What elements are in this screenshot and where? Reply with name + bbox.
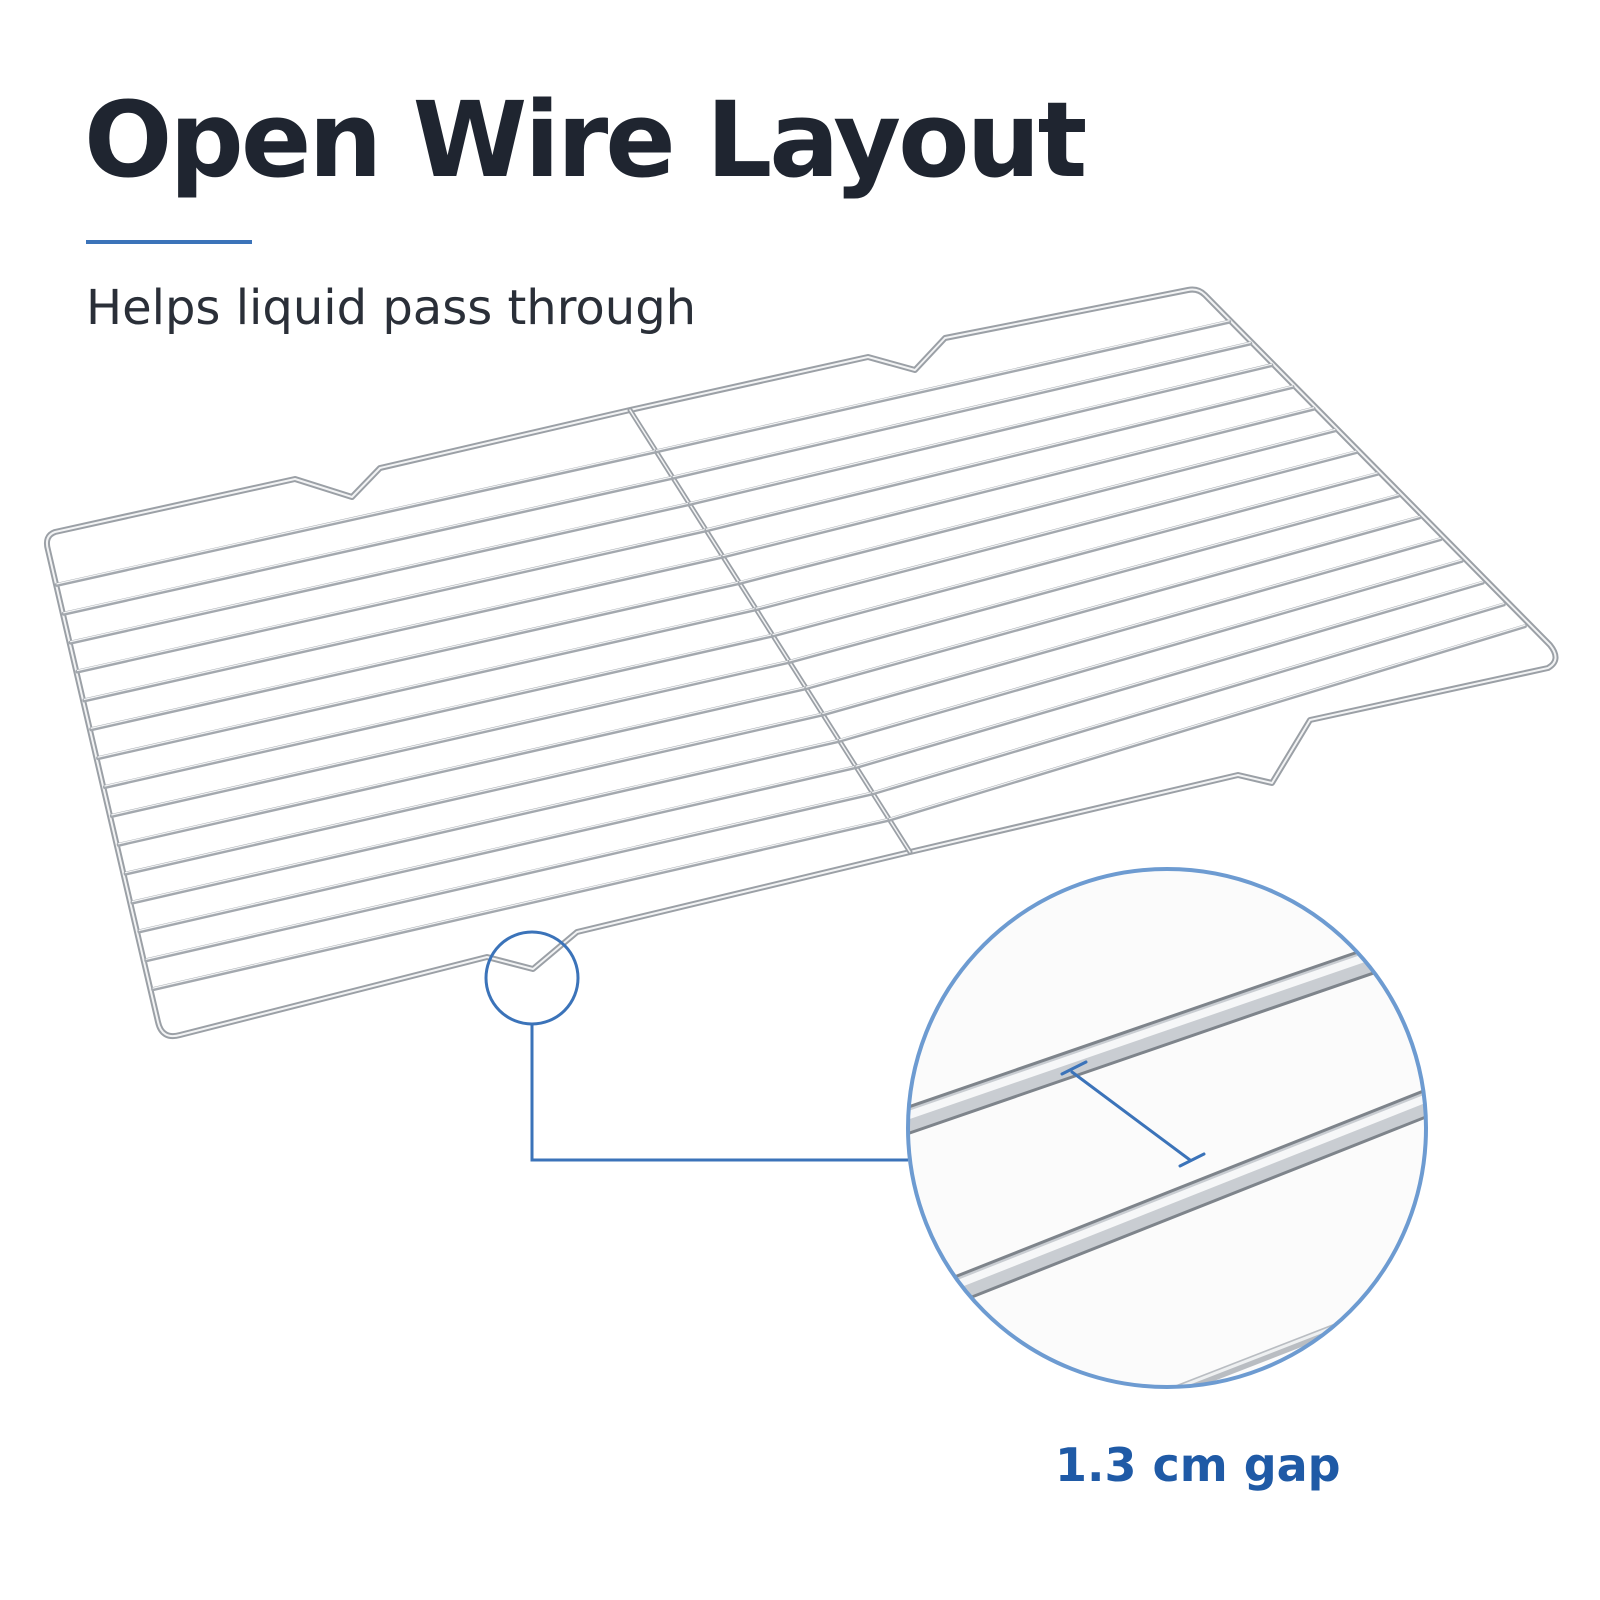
rack-rod-highlight xyxy=(872,602,1505,793)
rack-rod-highlight xyxy=(722,407,1315,557)
rack-rod-highlight xyxy=(118,686,807,845)
rack-rod-highlight xyxy=(56,449,658,585)
rack-rod xyxy=(103,633,775,789)
gap-measurement-label: 1.3 cm gap xyxy=(1055,1438,1341,1492)
rack-rod-highlight xyxy=(789,494,1399,662)
rack-rod xyxy=(61,475,676,616)
rack-rod xyxy=(854,580,1485,770)
rack-rod-highlight xyxy=(83,554,724,700)
rack-rod xyxy=(89,580,742,732)
rack-rod-highlight xyxy=(70,502,691,643)
rack-rod xyxy=(787,493,1401,664)
rack-rod xyxy=(804,515,1422,691)
rack-rod-highlight xyxy=(145,791,874,960)
rack-rod xyxy=(887,624,1527,822)
rack-rod-highlight xyxy=(90,581,741,729)
rack-rod xyxy=(130,738,842,905)
page-subtitle: Helps liquid pass through xyxy=(86,280,697,336)
rack-rod-highlight xyxy=(76,528,708,672)
rack-rod-highlight xyxy=(838,559,1463,741)
rack-rod xyxy=(671,341,1253,480)
rack-rod-highlight xyxy=(755,450,1357,609)
rack-rod xyxy=(704,385,1295,533)
rack-rod-highlight xyxy=(131,739,841,903)
rack-rod-highlight xyxy=(104,633,774,787)
rack-rod xyxy=(116,686,809,847)
rack-rod xyxy=(754,450,1358,612)
rack-rod xyxy=(654,319,1232,454)
rack-rod xyxy=(144,791,875,963)
rack-rod xyxy=(687,363,1274,506)
rack-rods xyxy=(54,319,1527,992)
rack-rod-highlight xyxy=(125,712,824,874)
zoom-connector xyxy=(484,930,908,1162)
rack-rod-highlight xyxy=(739,428,1336,583)
rack-rod-highlight xyxy=(855,581,1484,767)
rack-rod-highlight xyxy=(705,385,1294,530)
rack-rod xyxy=(151,817,892,992)
rack-rod-highlight xyxy=(689,363,1272,504)
rack-rod-highlight xyxy=(772,472,1378,636)
rack-rod xyxy=(96,607,759,761)
rack-rod xyxy=(771,472,1379,638)
rack-rod-highlight xyxy=(152,818,890,989)
rack-rod-highlight xyxy=(63,476,674,614)
rack-rod-highlight xyxy=(656,320,1230,451)
rack-rod-highlight xyxy=(138,765,857,931)
rack-rod xyxy=(137,765,859,934)
page-title: Open Wire Layout xyxy=(84,79,1087,201)
rack-rod-highlight xyxy=(805,515,1420,688)
rack-rod xyxy=(837,559,1464,743)
gap-dimension-line xyxy=(1060,1060,1206,1168)
rack-rod xyxy=(54,449,659,587)
rack-rod-highlight xyxy=(822,537,1441,715)
rack-rod xyxy=(870,602,1506,796)
rack-rod-highlight xyxy=(111,660,791,816)
rack-rod-highlight xyxy=(888,624,1526,820)
rack-frame xyxy=(43,286,1559,1040)
rack-rod xyxy=(68,501,692,645)
rack-rod-highlight xyxy=(97,607,757,758)
zoom-source-circle xyxy=(484,930,580,1026)
rack-rod xyxy=(82,554,726,703)
rack-rod xyxy=(737,428,1337,585)
rack-rod xyxy=(123,712,825,876)
title-underline xyxy=(86,240,252,244)
rack-rod xyxy=(109,659,792,818)
rack-rod-highlight xyxy=(672,341,1251,478)
rack-rod xyxy=(721,406,1316,559)
zoom-circle xyxy=(906,867,1428,1389)
rack-rod xyxy=(820,537,1443,717)
rack-rod xyxy=(75,528,709,674)
